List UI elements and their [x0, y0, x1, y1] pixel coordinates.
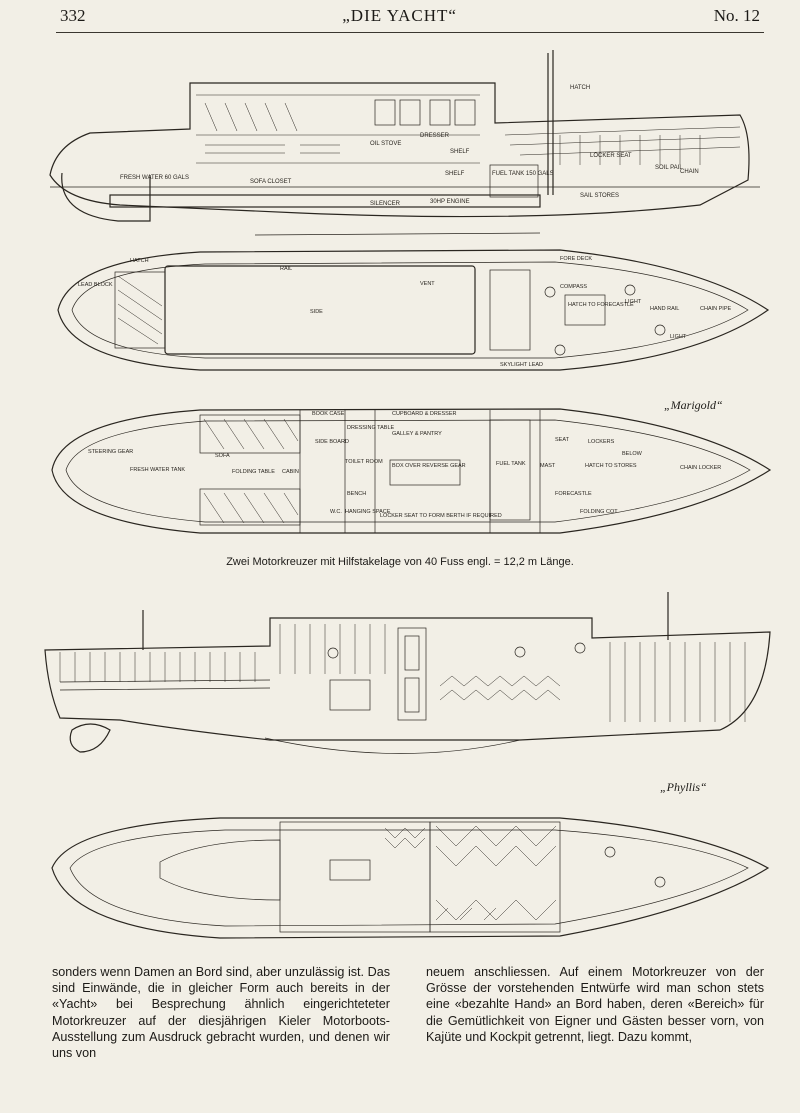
- label-chain: CHAIN: [680, 169, 699, 175]
- plan-label-bench: BENCH: [347, 491, 366, 497]
- deck-label-skylight: SKYLIGHT LEAD: [500, 362, 543, 368]
- label-sail-stores: SAIL STORES: [580, 193, 619, 199]
- figure-caption: Zwei Motorkreuzer mit Hilfstakelage von …: [226, 556, 574, 568]
- deck-label-light-2: LIGHT: [670, 334, 687, 340]
- phyllis-plan-drawing: [51, 817, 770, 939]
- plan-label-seat: SEAT: [555, 437, 570, 443]
- marigold-plan-drawing: BOOK CASE SIDE BOARD DRESSING TABLE CUPB…: [51, 408, 772, 534]
- deck-label-hand-rail: HAND RAIL: [650, 306, 679, 312]
- article-text: sonders wenn Damen an Bord sind, aber un…: [52, 964, 764, 1061]
- plan-label-lockers: LOCKERS: [588, 439, 615, 445]
- label-fresh-water: FRESH WATER 60 GALS: [120, 175, 189, 181]
- deck-label-side: SIDE: [310, 309, 323, 315]
- plan-label-steering: STEERING GEAR: [88, 449, 133, 455]
- plan-label-folding-table: FOLDING TABLE: [232, 469, 275, 475]
- plan-label-fresh-water-tank: FRESH WATER TANK: [130, 467, 185, 473]
- plan-label-side-board: SIDE BOARD: [315, 439, 349, 445]
- deck-label-chain-pipe: CHAIN PIPE: [700, 306, 732, 312]
- plan-label-below: BELOW: [622, 451, 643, 457]
- plan-label-forecastle: FORECASTLE: [555, 491, 592, 497]
- plan-label-chain-locker: CHAIN LOCKER: [680, 465, 721, 471]
- plan-label-folding-cot: FOLDING COT: [580, 509, 618, 515]
- phyllis-profile-drawing: [44, 592, 771, 754]
- deck-label-vent: VENT: [420, 281, 435, 287]
- journal-title: „DIE YACHT“: [342, 6, 457, 25]
- label-hatch: HATCH: [570, 85, 590, 91]
- phyllis-name: „Phyllis“: [660, 780, 707, 794]
- issue-number: No. 12: [713, 6, 760, 25]
- plan-label-locker-seat: LOCKER SEAT TO FORM BERTH IF REQUIRED: [380, 513, 502, 519]
- plan-label-toilet-room: TOILET ROOM: [345, 459, 383, 465]
- label-oil-stove: OIL STOVE: [370, 141, 401, 147]
- page-header: 332 „DIE YACHT“ No. 12: [56, 6, 764, 33]
- deck-label-lead-block: LEAD BLOCK: [78, 282, 113, 288]
- marigold-deck-drawing: FORE DECK LEAD BLOCK HATCH LIGHT RAIL CO…: [57, 249, 770, 371]
- header-rule: [56, 32, 764, 33]
- plan-label-book-case: BOOK CASE: [312, 411, 345, 417]
- plan-label-cupboard: CUPBOARD & DRESSER: [392, 411, 457, 417]
- plan-label-galley: GALLEY & PANTRY: [392, 431, 442, 437]
- plan-label-wc: W.C.: [330, 509, 342, 515]
- deck-label-rail: RAIL: [280, 266, 292, 272]
- marigold-name: „Marigold“: [664, 398, 723, 412]
- plan-label-sofa: SOFA: [215, 453, 230, 459]
- plan-label-hanging-space: HANGING SPACE: [345, 509, 391, 515]
- plan-label-reverse-gear: BOX OVER REVERSE GEAR: [392, 463, 466, 469]
- label-silencer: SILENCER: [370, 201, 401, 207]
- deck-label-light-1: LIGHT: [625, 299, 642, 305]
- plan-label-fuel-tank: FUEL TANK: [496, 461, 526, 467]
- label-shelf-1: SHELF: [450, 149, 470, 155]
- text-column-right: neuem anschliessen. Auf einem Motorkreuz…: [426, 965, 764, 1044]
- plan-label-dressing-table: DRESSING TABLE: [347, 425, 395, 431]
- page-number: 332: [60, 6, 86, 25]
- label-sofa-closet: SOFA CLOSET: [250, 179, 292, 185]
- label-shelf-2: SHELF: [445, 171, 465, 177]
- label-locker-seat: LOCKER SEAT: [590, 153, 632, 159]
- plan-label-cabin: CABIN: [282, 469, 299, 475]
- label-dresser: DRESSER: [420, 133, 450, 139]
- text-column-left: sonders wenn Damen an Bord sind, aber un…: [52, 965, 390, 1061]
- deck-label-hatch: HATCH: [130, 258, 149, 264]
- plan-label-hatch-stores: HATCH TO STORES: [585, 463, 637, 469]
- label-engine: 30HP ENGINE: [430, 199, 470, 205]
- deck-label-hatch-forecastle: HATCH TO FORECASTLE: [568, 302, 634, 308]
- plan-label-mast: MAST: [540, 463, 556, 469]
- marigold-profile-drawing: HATCH OIL STOVE DRESSER SHELF FUEL TANK …: [49, 50, 760, 236]
- label-soil-pail: SOIL PAIL: [655, 165, 683, 171]
- label-fuel-tank: FUEL TANK 150 GALS: [492, 171, 554, 177]
- deck-label-fore-deck: FORE DECK: [560, 256, 592, 262]
- deck-label-compass: COMPASS: [560, 284, 587, 290]
